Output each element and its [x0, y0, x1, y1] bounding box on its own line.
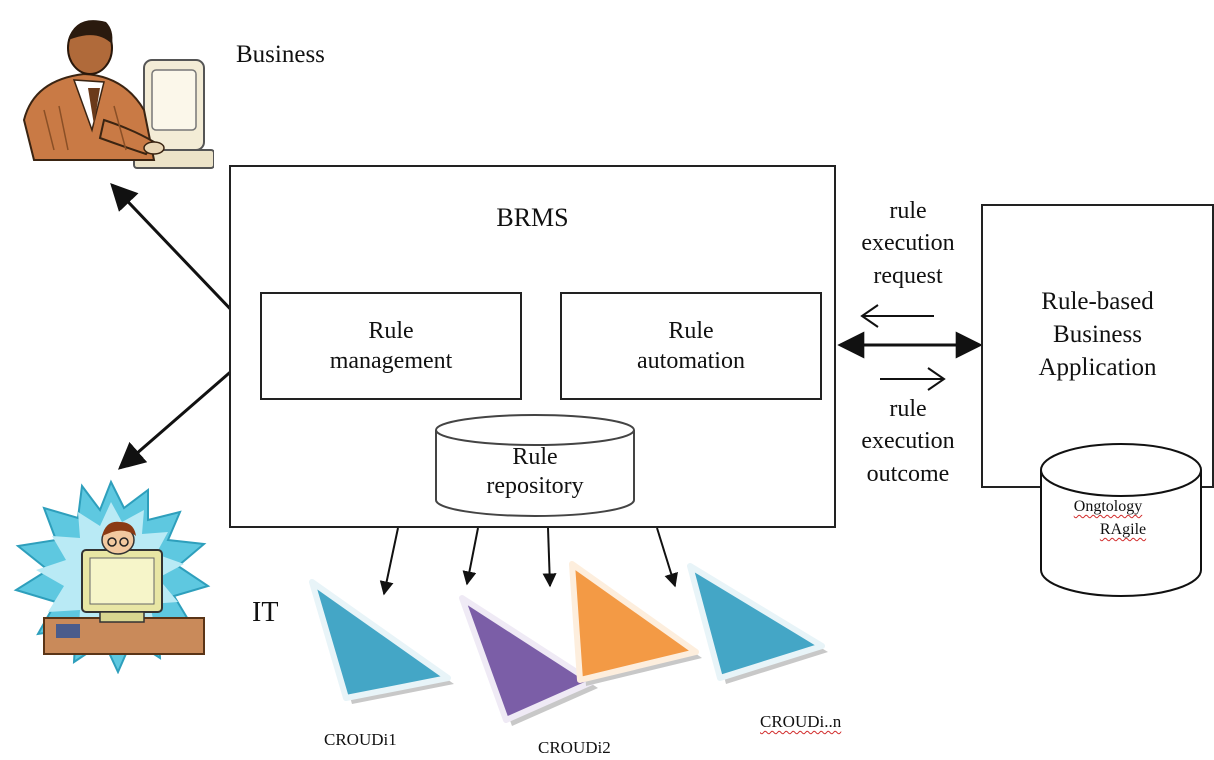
ontology-db-label-line1: Ongtology: [1073, 498, 1143, 515]
crowd-shapes-layer: [309, 561, 828, 726]
crowd-shape-3: [569, 561, 702, 686]
ontology-database-cylinder: [1040, 443, 1202, 597]
crowd-label-n: CROUDi..n: [760, 712, 842, 731]
it-label: IT: [252, 597, 279, 628]
crowd-arrow-4: [656, 527, 678, 588]
business-label: Business: [236, 41, 325, 68]
application-box: [981, 204, 1214, 488]
crowd-shape-4: [687, 563, 828, 684]
rule-repository-label: Rule repository: [486, 444, 584, 500]
outcome-message-label: rule execution outcome: [861, 396, 955, 487]
crowd-shape-1: [309, 579, 454, 704]
crowd-label-1: CROUDi1: [324, 730, 397, 749]
crowd-arrow-1: [379, 527, 399, 596]
rule-repository-cylinder: [435, 414, 635, 517]
rule-automation-label: Rule automation: [637, 318, 745, 374]
crowd-arrow-2: [462, 527, 479, 586]
brms-title: BRMS: [496, 203, 569, 232]
businessman-at-computer-icon: [22, 20, 214, 169]
application-title: Rule-based Business Application: [1038, 288, 1157, 381]
rule-management-label: Rule management: [329, 318, 453, 374]
request-direction-arrow: [860, 304, 934, 328]
rule-management-box: Rule management: [260, 292, 522, 400]
it-worker-at-computer-icon: [13, 479, 211, 674]
outcome-direction-arrow: [880, 367, 946, 391]
crowd-shape-2: [459, 595, 598, 726]
crowd-label-2: CROUDi2: [538, 738, 611, 757]
request-message-label: rule execution request: [861, 198, 955, 289]
crowd-arrow-3: [542, 527, 557, 588]
ontology-db-label-line2: RAgile: [1099, 521, 1147, 538]
rule-automation-box: Rule automation: [560, 292, 822, 400]
